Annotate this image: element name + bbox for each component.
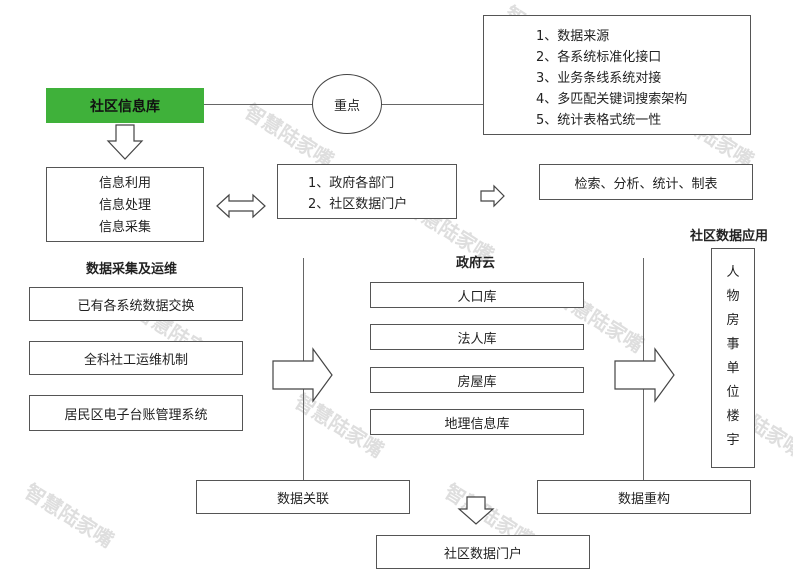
data-reconstruct-label: 数据重构 (617, 491, 670, 507)
data-collection-title: 数据采集及运维 (86, 262, 178, 277)
community-data-portal-label: 社区数据门户 (443, 546, 522, 562)
key-points-list-box: 1、数据来源 2、各系统标准化接口 3、业务条线系统对接 4、多匹配关键词搜索架… (483, 15, 751, 135)
left-item-box: 全科社工运维机制 (29, 341, 243, 375)
down-arrow-icon (106, 124, 144, 160)
gov-cloud-item-box: 地理信息库 (370, 409, 584, 435)
vertical-char: 楼 (726, 409, 740, 424)
left-item-label: 全科社工运维机制 (83, 352, 188, 368)
key-point-circle: 重点 (312, 74, 382, 134)
vertical-char: 人 (726, 265, 740, 280)
key-point-item: 3、业务条线系统对接 (536, 71, 662, 86)
left-item-box: 居民区电子台账管理系统 (29, 395, 243, 431)
gov-cloud-item-label: 地理信息库 (444, 416, 510, 432)
search-analysis-box: 检索、分析、统计、制表 (539, 164, 753, 200)
data-reconstruct-box: 数据重构 (537, 480, 751, 514)
gov-dept-item: 1、政府各部门 (308, 176, 395, 191)
left-item-label: 已有各系统数据交换 (77, 298, 195, 314)
right-arrow-icon (480, 184, 505, 208)
gov-dept-item: 2、社区数据门户 (308, 197, 408, 212)
vertical-char: 单 (726, 361, 740, 376)
info-usage-box: 信息利用 信息处理 信息采集 (46, 167, 204, 242)
gov-cloud-item-label: 房屋库 (457, 374, 497, 390)
community-data-app-title: 社区数据应用 (690, 229, 769, 244)
community-app-vertical-box: 人 物 房 事 单 位 楼 宇 (711, 248, 755, 468)
gov-cloud-item-label: 人口库 (457, 289, 497, 305)
data-association-label: 数据关联 (276, 491, 329, 507)
gov-dept-box: 1、政府各部门 2、社区数据门户 (277, 164, 457, 219)
key-point-item: 1、数据来源 (536, 29, 610, 44)
left-item-box: 已有各系统数据交换 (29, 287, 243, 321)
key-point-item: 4、多匹配关键词搜索架构 (536, 92, 688, 107)
gov-cloud-item-box: 法人库 (370, 324, 584, 350)
info-usage-item: 信息处理 (98, 198, 151, 213)
community-info-db-box: 社区信息库 (46, 88, 204, 123)
key-point-label: 重点 (333, 98, 360, 114)
gov-cloud-item-label: 法人库 (457, 331, 497, 347)
vertical-char: 物 (726, 289, 740, 304)
vertical-char: 宇 (726, 433, 740, 448)
big-right-arrow-icon (614, 347, 675, 403)
info-usage-item: 信息利用 (98, 176, 151, 191)
data-association-box: 数据关联 (196, 480, 410, 514)
key-point-item: 2、各系统标准化接口 (536, 50, 662, 65)
community-info-db-label: 社区信息库 (90, 98, 160, 115)
down-arrow-icon (457, 496, 495, 525)
vertical-char: 事 (726, 337, 740, 352)
big-right-arrow-icon (272, 347, 333, 403)
left-item-label: 居民区电子台账管理系统 (64, 407, 208, 423)
gov-cloud-item-box: 人口库 (370, 282, 584, 308)
vertical-char: 房 (726, 313, 740, 328)
double-arrow-icon (216, 193, 266, 219)
vertical-char: 位 (726, 385, 740, 400)
search-analysis-label: 检索、分析、统计、制表 (574, 176, 718, 192)
gov-cloud-title: 政府云 (456, 256, 496, 271)
community-data-portal-box: 社区数据门户 (376, 535, 590, 569)
watermark: 智慧陆家嘴 (20, 479, 118, 553)
gov-cloud-item-box: 房屋库 (370, 367, 584, 393)
key-point-item: 5、统计表格式统一性 (536, 113, 662, 128)
info-usage-item: 信息采集 (98, 220, 151, 235)
